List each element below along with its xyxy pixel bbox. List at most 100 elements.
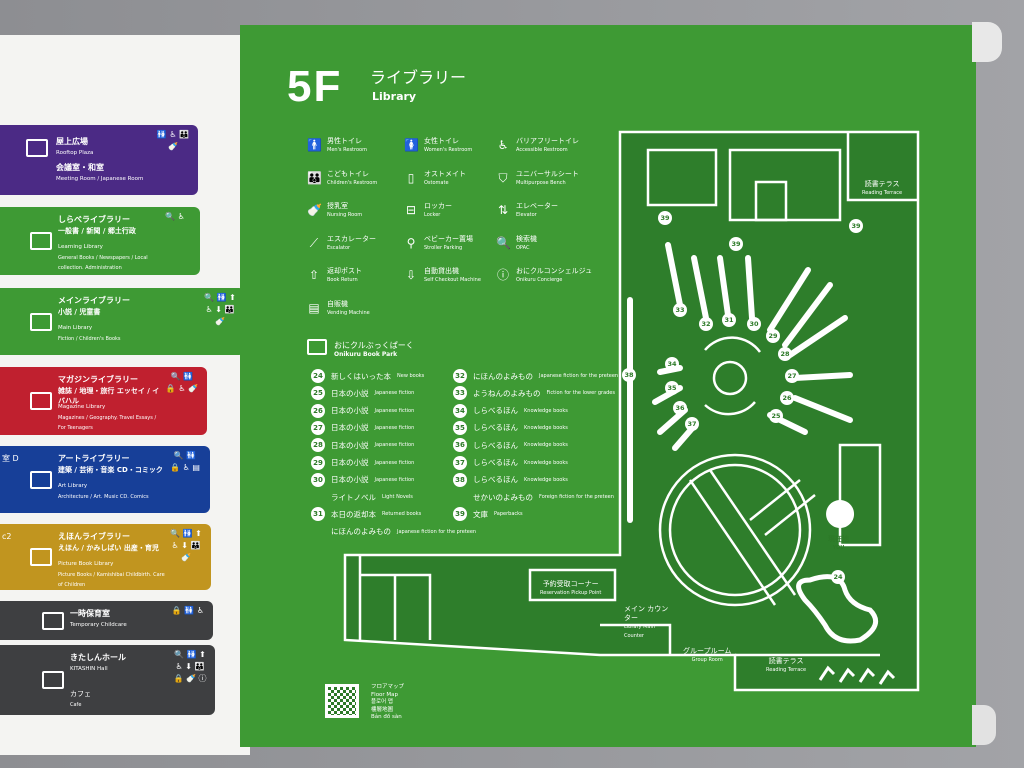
panel-en: Art Library bbox=[58, 483, 88, 489]
panel-sub: 一般書 / 新聞 / 郷土行政 bbox=[58, 227, 136, 235]
panel-jp: えほんライブラリー bbox=[58, 532, 130, 541]
facility-symbols: 🔍 🚻 ⬆ ♿ ⬇ 👪 🍼 bbox=[170, 529, 202, 562]
shelf-number-badge: 28 bbox=[311, 438, 325, 453]
panel-en-sub: General Books / Newspapers / Local colle… bbox=[58, 255, 148, 271]
map-shelf-marker[interactable]: 36 bbox=[673, 401, 687, 415]
qr-caption-line: Floor Map bbox=[371, 691, 399, 698]
map-shelf-marker[interactable]: 27 bbox=[785, 369, 799, 383]
map-shelf-marker[interactable]: 29 bbox=[766, 329, 780, 343]
map-shelf-marker[interactable]: 39 bbox=[729, 237, 743, 251]
label-en: Reading Terrace bbox=[766, 667, 807, 673]
shelf-number-badge: 38 bbox=[453, 472, 467, 487]
poster-roll-bottom bbox=[972, 705, 996, 745]
book-icon bbox=[30, 232, 52, 250]
legend-label-jp: 検索機 bbox=[516, 234, 537, 243]
panel-en-sub: Fiction / Children's Books bbox=[58, 336, 121, 342]
book-park-label-en: Japanese fiction bbox=[374, 476, 415, 483]
shelf-number-badge: 35 bbox=[453, 420, 467, 435]
legend-label-jp: 自販機 bbox=[327, 299, 348, 308]
map-shelf-marker[interactable]: 30 bbox=[747, 317, 761, 331]
map-shelf-marker[interactable]: 25 bbox=[769, 409, 783, 423]
facility-symbols: 🔒 🚻 ♿ bbox=[171, 606, 205, 615]
panel-en-sub: Picture Books / Kamishibai Childbirth. C… bbox=[58, 572, 165, 588]
map-shelf-marker[interactable]: 34 bbox=[665, 357, 679, 371]
legend-label-jp: バリアフリートイレ bbox=[516, 137, 579, 145]
book-park-label-jp: ライトノベル bbox=[331, 492, 376, 502]
book-park-label-jp: しらべるほん bbox=[473, 406, 518, 416]
book-park-label-jp: 日本の小説 bbox=[331, 458, 369, 467]
legend-label-en: Elevator bbox=[516, 212, 537, 218]
facility-symbols: 🔍 🚻 ⬆ ♿ ⬇ 👪 🍼 bbox=[204, 293, 236, 326]
book-park-label-jp: にほんのよみもの bbox=[473, 371, 533, 381]
floor-title-en: Library bbox=[372, 90, 417, 103]
floor-title-jp: ライブラリー bbox=[370, 68, 467, 87]
panel-side-text: c2 bbox=[2, 532, 12, 541]
qr-code[interactable] bbox=[325, 684, 359, 718]
book-icon bbox=[30, 548, 52, 566]
map-shelf-marker[interactable]: 37 bbox=[685, 417, 699, 431]
opac-icon: 🔍 bbox=[496, 235, 511, 250]
map-shelf-marker[interactable]: 28 bbox=[778, 347, 792, 361]
reading-terrace-top bbox=[846, 132, 918, 202]
panel-en: Magazine Library bbox=[58, 404, 106, 410]
map-shelf-marker[interactable]: 39 bbox=[658, 211, 672, 225]
panel-sub: 小説 / 児童書 bbox=[58, 308, 101, 316]
panel-sub: えほん / かみしばい 出産・育児 bbox=[58, 544, 159, 552]
book-park-label-en: Paperbacks bbox=[494, 511, 523, 518]
map-shelf-marker[interactable]: 31 bbox=[722, 313, 736, 327]
legend-label-en: Stroller Parking bbox=[424, 244, 463, 251]
legend-label-en: Escalator bbox=[327, 244, 351, 251]
facility-symbols: 🔍 🚻 🔒 ♿ ▤ bbox=[170, 451, 200, 472]
stroller-parking-icon: ⚲ bbox=[406, 235, 416, 250]
shelf-number-badge: 37 bbox=[453, 455, 467, 470]
ostomate-icon: ▯ bbox=[407, 170, 415, 185]
nursing-room-icon: 🍼 bbox=[307, 203, 322, 217]
map-shelf-marker[interactable]: 38 bbox=[622, 368, 636, 382]
legend-label-en: Book Return bbox=[327, 277, 358, 283]
legend-label-jp: オストメイト bbox=[424, 169, 466, 178]
legend-label-en: Accessible Restroom bbox=[516, 147, 568, 153]
map-shelf-marker[interactable]: 33 bbox=[673, 303, 687, 317]
book-park-label-jp: 新しくはいった本 bbox=[331, 371, 391, 381]
map-shelf-marker[interactable]: 32 bbox=[699, 317, 713, 331]
facility-symbols: 🔍 🚻 🔒 ♿ 🍼 bbox=[165, 372, 199, 393]
multipurpose-bench-icon: ⛉ bbox=[498, 170, 508, 185]
book-park-label-en: Foreign fiction for the preteen bbox=[539, 494, 614, 501]
map-shelf-marker[interactable]: 26 bbox=[780, 391, 794, 405]
man-restroom-icon: 🚹 bbox=[307, 138, 322, 152]
map-shelf-marker[interactable]: 24 bbox=[831, 570, 845, 584]
panel-en-sub: Magazines / Geography. Travel Essays / F… bbox=[58, 415, 157, 431]
map-shelf-marker[interactable]: 39 bbox=[849, 219, 863, 233]
panel-en-sub: Architecture / Art. Music CD. Comics bbox=[58, 494, 149, 500]
book-park-label-en: Knowledge books bbox=[524, 459, 568, 466]
legend-label-jp: ベビーカー置場 bbox=[424, 234, 473, 243]
facility-symbols: 🔍 🚻 ⬆ ♿ ⬇ 👪 🔒 🍼 ⓘ bbox=[173, 650, 207, 683]
map-shelf-marker[interactable]: 35 bbox=[665, 381, 679, 395]
panel-sub: 雑誌 / 地理・旅行 エッセイ / イバハル bbox=[58, 387, 160, 405]
you-are-here-pin bbox=[826, 500, 855, 528]
